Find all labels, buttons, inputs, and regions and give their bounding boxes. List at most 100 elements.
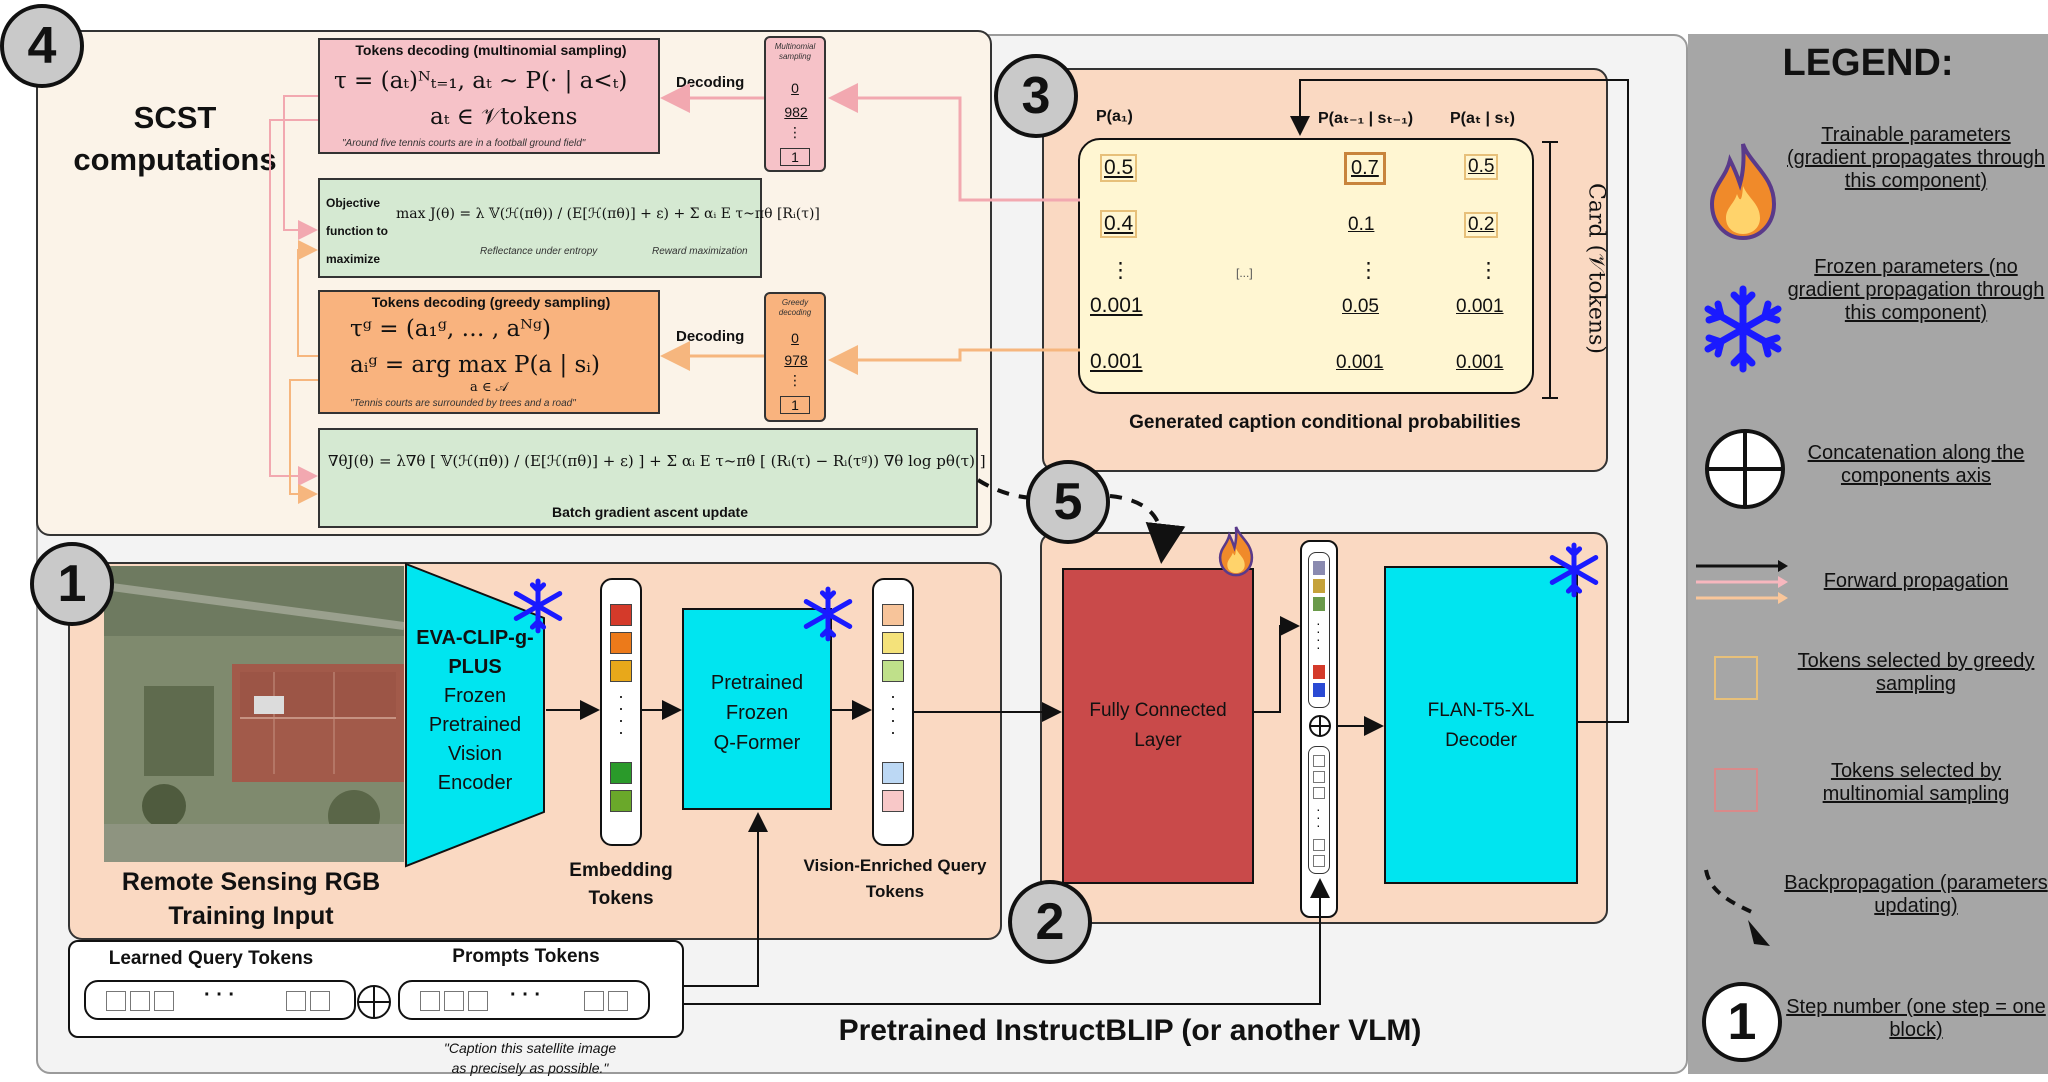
- token-ellipsis: ····: [618, 686, 624, 742]
- fc-line-1: Fully Connected: [1089, 700, 1227, 721]
- multinomial-equation: τ = (aₜ)ᴺₜ₌₁, aₜ ~ P(· | a<ₜ): [334, 68, 628, 94]
- legend-backprop-text: Backpropagation (parameters updating): [1784, 872, 2048, 917]
- query-tokens-label-line1: Vision-Enriched Query: [803, 856, 987, 875]
- card-label: Card (𝒱tokens): [1583, 183, 1609, 354]
- flame-icon: [1709, 143, 1777, 240]
- step-5-badge: 5: [1026, 460, 1110, 544]
- multinomial-token-box: Multinomial sampling 0 982 ⋮ 1: [764, 36, 826, 172]
- step-3-badge: 3: [994, 54, 1078, 138]
- multinomial-token-label: Multinomial sampling: [774, 42, 816, 61]
- gradient-title: Batch gradient ascent update: [551, 504, 749, 520]
- legend-trainable-text: Trainable parameters (gradient propagate…: [1787, 124, 2045, 192]
- query-tokens-vector: ····: [872, 578, 914, 846]
- token-ellipsis: ···: [1316, 801, 1321, 833]
- prob-c2-r2: 0.1: [1348, 214, 1375, 235]
- prob-c1-r1: 0.5: [1100, 154, 1138, 182]
- greedy-token-0: 0: [791, 330, 799, 346]
- token-square: [1313, 597, 1325, 611]
- snowflake-icon: [1549, 542, 1599, 598]
- token-square: [610, 604, 632, 626]
- legend-concat-text: Concatenation along the components axis: [1807, 442, 2025, 487]
- prompt-tokens-row: · · ·: [398, 980, 650, 1020]
- prompt-example-line1: "Caption this satellite image: [443, 1040, 617, 1056]
- token-square: [610, 632, 632, 654]
- token-ellipsis: ····: [1316, 615, 1321, 655]
- token-square: [610, 790, 632, 812]
- token-square: [610, 660, 632, 682]
- token-cell: [444, 991, 464, 1011]
- prompt-example-line2: as precisely as possible.": [451, 1060, 609, 1076]
- greedy-token-2: ⋮: [788, 372, 802, 388]
- token-cell: [1313, 771, 1325, 783]
- token-square: [882, 790, 904, 812]
- multinomial-decoding-box: Tokens decoding (multinomial sampling) τ…: [318, 38, 660, 154]
- prob-head-1: P(a₁): [1096, 108, 1133, 125]
- encoder-line-5: Vision: [447, 743, 503, 765]
- prob-c3-r2: 0.2: [1464, 212, 1499, 238]
- token-cell: [106, 991, 126, 1011]
- legend-greedy-text: Tokens selected by greedy sampling: [1797, 650, 2035, 695]
- snowflake-icon: [1704, 285, 1782, 373]
- greedy-token-1: 978: [784, 352, 808, 368]
- token-cell: [468, 991, 488, 1011]
- prob-c1-r5: 0.001: [1090, 350, 1143, 373]
- prob-c3-r4: 0.001: [1456, 296, 1504, 317]
- token-square: [1313, 579, 1325, 593]
- step-4-badge: 4: [0, 4, 84, 88]
- prob-c2-r5: 0.001: [1336, 352, 1384, 373]
- token-cell: [1313, 755, 1325, 767]
- prob-c2-r3: ⋮: [1358, 259, 1379, 282]
- qformer-line-2: Frozen: [725, 702, 789, 724]
- step-2-badge: 2: [1008, 880, 1092, 964]
- prob-c1-r3: ⋮: [1110, 259, 1131, 282]
- gradient-equation: ∇θJ(θ) = λ∇θ [ 𝕍(ℋ(πθ)) / (E[ℋ(πθ)] + ε)…: [328, 452, 986, 470]
- greedy-title: Tokens decoding (greedy sampling): [371, 294, 611, 310]
- input-label-line2: Training Input: [168, 902, 334, 930]
- decoding-label-greedy: Decoding: [676, 328, 745, 345]
- prob-c3-r5: 0.001: [1456, 352, 1504, 373]
- objective-equation: max J(θ) = λ 𝕍(ℋ(πθ)) / (E[ℋ(πθ)] + ε) +…: [396, 206, 820, 222]
- token-cell: [608, 991, 628, 1011]
- learned-tokens-label: Learned Query Tokens: [108, 948, 314, 969]
- card-bracket: [1542, 141, 1558, 399]
- multinomial-square-icon: [1714, 768, 1758, 812]
- decoder-line-1: FLAN-T5-XL: [1427, 700, 1535, 721]
- vision-encoder-shape: [405, 562, 545, 868]
- greedy-equation-2: aᵢᵍ = arg max P(a | sᵢ): [350, 352, 600, 378]
- greedy-equation-sub: a ∈ 𝒜: [470, 380, 508, 395]
- step-1-badge: 1: [30, 542, 114, 626]
- greedy-token-3: 1: [780, 396, 810, 414]
- token-cell: [1313, 787, 1325, 799]
- legend-step-text: Step number (one step = one block): [1786, 996, 2046, 1041]
- token-square: [882, 604, 904, 626]
- prompt-tokens-label: Prompts Tokens: [452, 946, 600, 967]
- concatenation-icon: [357, 985, 391, 1019]
- prob-c2-r1: 0.7: [1344, 152, 1386, 185]
- legend-frozen-text: Frozen parameters (no gradient propagati…: [1787, 256, 2045, 324]
- encoder-line-4: Pretrained: [428, 714, 522, 736]
- token-square: [882, 632, 904, 654]
- objective-label-3: maximize: [326, 252, 381, 266]
- satellite-image: [104, 566, 404, 862]
- qformer-line-3: Q-Former: [713, 732, 801, 754]
- objective-sub-1: Reflectance under entropy: [480, 246, 598, 257]
- fc-line-2: Layer: [1134, 730, 1182, 751]
- legend-step-icon: 1: [1702, 982, 1782, 1062]
- prob-c3-r1: 0.5: [1464, 154, 1499, 180]
- query-tokens-label-line2: Tokens: [865, 882, 925, 901]
- token-cell: [584, 991, 604, 1011]
- encoder-line-2: PLUS: [448, 656, 502, 678]
- fc-output-segment: ····: [1308, 552, 1330, 708]
- legend-panel: LEGEND: Trainable parameters (gradient p…: [1688, 34, 2048, 1074]
- objective-function-box: Objective function to maximize max J(θ) …: [318, 178, 820, 278]
- objective-label-1: Objective: [326, 196, 381, 210]
- mult-token-2: ⋮: [788, 124, 802, 140]
- legend-forward-text: Forward propagation: [1823, 570, 2009, 592]
- token-square: [882, 660, 904, 682]
- token-square: [1313, 665, 1325, 679]
- gradient-update-box: ∇θJ(θ) = λ∇θ [ 𝕍(ℋ(πθ)) / (E[ℋ(πθ)] + ε)…: [318, 428, 986, 528]
- mult-token-0: 0: [791, 80, 799, 96]
- prob-c2-r4: 0.05: [1342, 296, 1379, 317]
- token-square: [1313, 683, 1325, 697]
- token-ellipsis: ····: [890, 686, 896, 742]
